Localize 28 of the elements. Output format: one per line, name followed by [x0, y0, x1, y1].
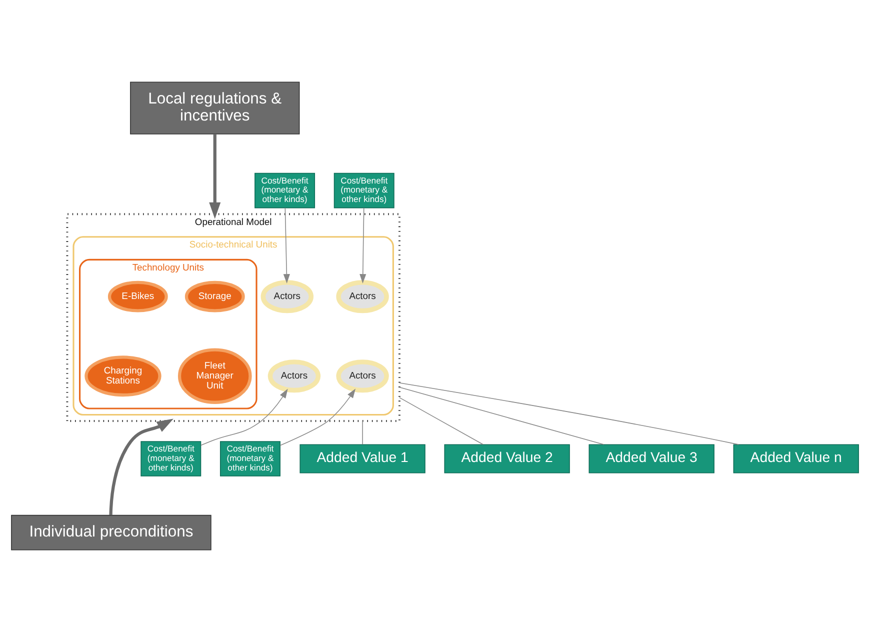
arrow: [200, 388, 288, 446]
node-box: Individual preconditions: [11, 514, 212, 550]
node-box: Added Value n: [733, 444, 859, 473]
node-ellipse: Storage: [184, 280, 245, 312]
arrow: [283, 206, 290, 283]
node-ellipse: Actors: [260, 280, 314, 313]
node-ellipse: Actors: [336, 359, 389, 392]
node-ellipse: Charging Stations: [84, 355, 162, 396]
node-ellipse: Actors: [336, 280, 389, 313]
connector: [399, 382, 739, 444]
node-box: Local regulations & incentives: [130, 81, 300, 134]
node-box: Cost/Benefit (monetary & other kinds): [220, 440, 280, 476]
node-box: Cost/Benefit (monetary & other kinds): [254, 172, 316, 208]
node-box: Added Value 3: [588, 444, 714, 473]
arrow: [109, 418, 174, 515]
node-ellipse: Fleet Manager Unit: [178, 348, 252, 404]
node-box: Added Value 1: [300, 444, 426, 473]
node-ellipse: Actors: [268, 359, 321, 392]
connector: [399, 386, 604, 444]
arrow: [209, 134, 221, 218]
node-box: Cost/Benefit (monetary & other kinds): [334, 172, 394, 208]
connector: [362, 420, 363, 444]
node-box: Added Value 2: [444, 444, 570, 473]
node-box: Cost/Benefit (monetary & other kinds): [140, 440, 202, 476]
arrow: [280, 388, 356, 446]
arrow: [360, 206, 366, 283]
connector: [399, 396, 484, 444]
node-ellipse: E-Bikes: [108, 280, 168, 312]
